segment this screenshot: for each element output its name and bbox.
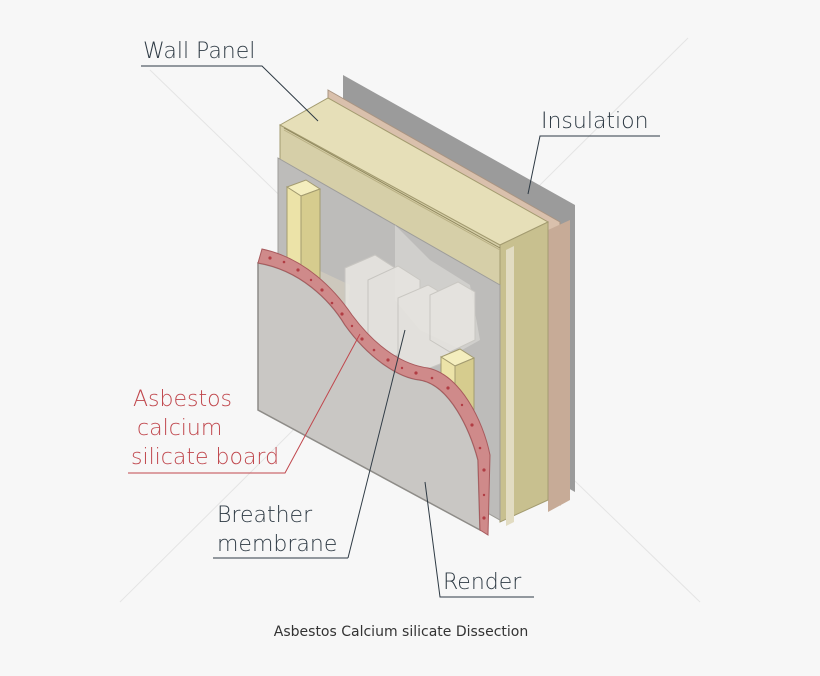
breather-label-line2: membrane (217, 532, 337, 557)
asbestos-label-line2: calcium (137, 416, 222, 441)
breather-membrane-leader (347, 329, 406, 559)
insulation-leader (527, 135, 660, 195)
diagram-caption: Asbestos Calcium silicate Dissection (274, 624, 528, 640)
render-leader (424, 481, 534, 598)
asbestos-label-line1: Asbestos (133, 387, 232, 412)
asbestos-label-line3: silicate board (131, 445, 279, 470)
insulation-label: Insulation (541, 109, 649, 134)
wall-panel-leader (141, 65, 319, 122)
leader-lines (141, 65, 660, 598)
wall-panel-label: Wall Panel (143, 39, 255, 64)
breather-label-line1: Breather (217, 503, 313, 528)
asbestos-board-layer (257, 248, 491, 536)
render-label: Render (443, 570, 522, 595)
asbestos-leader (128, 333, 361, 474)
bracket-cluster (344, 254, 476, 373)
